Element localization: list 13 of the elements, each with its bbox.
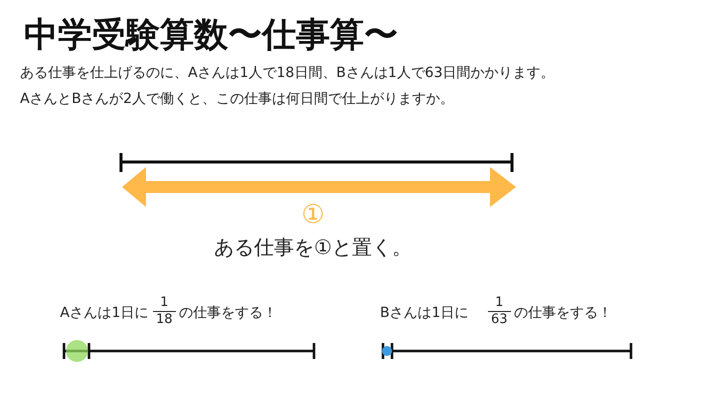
question-text: AさんとBさんが2人で働くと、この仕事は何日間で仕上がりますか。 (20, 90, 454, 108)
fraction-denominator: 63 (488, 311, 511, 328)
fraction-numerator: 1 (159, 295, 170, 311)
fraction-numerator: 1 (494, 295, 504, 311)
caption-text: ある仕事を①と置く。 (213, 234, 413, 261)
page-title: 中学受験算数〜仕事算〜 (24, 14, 398, 57)
statement-text: Bさんは1日に (380, 304, 469, 322)
statement-text: の仕事をする！ (514, 304, 612, 322)
question-text: ある仕事を仕上げるのに、Aさんは1人で18日間、Bさんは1人で63日間かかります。 (20, 64, 555, 82)
statement-text: の仕事をする！ (179, 304, 277, 322)
circled-number: ① (300, 200, 326, 230)
fraction-denominator: 18 (153, 311, 176, 328)
statement-text: Aさんは1日に (60, 304, 148, 322)
